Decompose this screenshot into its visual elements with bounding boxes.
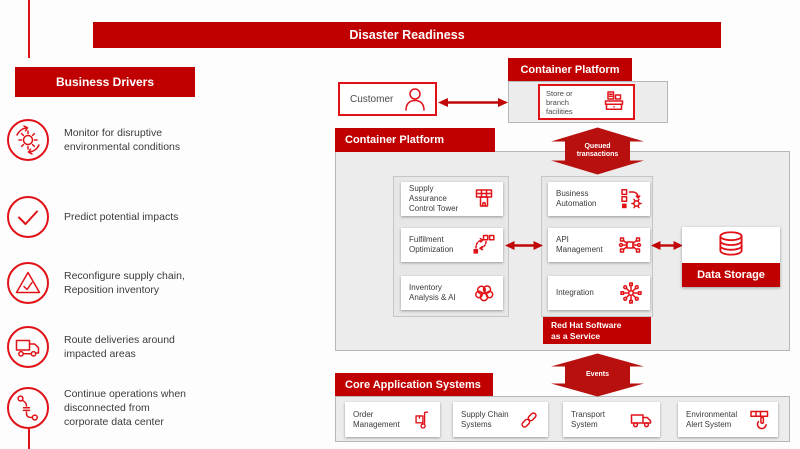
- hand-truck-icon: [415, 411, 429, 429]
- driver-label: Monitor for disruptive environmental con…: [64, 127, 181, 153]
- card-label: Order Management: [353, 409, 400, 429]
- fulfilment-card: Fulfilment Optimization: [401, 228, 503, 262]
- triangle-check-icon: [7, 262, 49, 304]
- customer-label: Customer: [350, 93, 394, 105]
- card-label: Supply Assurance Control Tower: [409, 184, 459, 213]
- saas-text: Red Hat Software as a Service: [551, 319, 622, 341]
- card-label: Environmental Alert System: [686, 409, 738, 429]
- transport-system-card: Transport System: [563, 402, 660, 437]
- card-label: Transport System: [571, 409, 605, 429]
- edge-platform-title: Container Platform: [520, 63, 620, 76]
- edge-platform-header: Container Platform: [508, 58, 632, 81]
- truck-circle-icon: [7, 326, 49, 368]
- api-storage-arrow: [651, 241, 683, 250]
- events-arrow: Events: [550, 353, 645, 397]
- customer-store-arrow: [438, 98, 508, 107]
- delivery-truck-icon: [630, 413, 652, 427]
- driver-label: Route deliveries around impacted areas: [64, 334, 175, 360]
- customer-box: Customer: [338, 82, 437, 116]
- card-label: Integration: [556, 288, 594, 297]
- disconnected-circuit-icon: [7, 387, 49, 429]
- order-management-card: Order Management: [345, 402, 440, 437]
- integration-icon: [620, 282, 642, 304]
- driver-item-monitor: Monitor for disruptive environmental con…: [6, 118, 180, 162]
- double-arrow-vertical-icon: [551, 353, 644, 397]
- saas-label: Red Hat Software as a Service: [543, 317, 651, 344]
- card-label: Inventory Analysis & AI: [409, 283, 456, 302]
- person-icon: [405, 88, 425, 111]
- business-automation-card: Business Automation: [548, 182, 650, 216]
- supply-chain-card: Supply Chain Systems: [453, 402, 548, 437]
- driver-item-route: Route deliveries around impacted areas: [6, 325, 175, 369]
- check-circle-icon: [7, 196, 49, 238]
- data-storage-label-bar: Data Storage: [682, 263, 780, 287]
- core-systems-header: Core Application Systems: [335, 373, 493, 396]
- core-platform-header: Container Platform: [335, 128, 495, 152]
- business-drivers-title: Business Drivers: [55, 75, 155, 89]
- card-label: Business Automation: [556, 189, 597, 208]
- fulfilment-api-arrow: [505, 241, 543, 250]
- chain-icon: [521, 411, 537, 428]
- queued-transactions-arrow: Queued transactions: [550, 127, 645, 175]
- core-platform-title: Container Platform: [345, 134, 445, 146]
- queued-transactions-label: Queued transactions: [576, 142, 619, 159]
- double-arrow-vertical-icon: [551, 127, 644, 175]
- driver-label: Continue operations when disconnected fr…: [64, 388, 187, 428]
- cycle-gear-icon: [7, 119, 49, 161]
- core-systems-title: Core Application Systems: [345, 378, 481, 391]
- card-label: API Management: [556, 235, 603, 254]
- data-storage-label: Data Storage: [697, 269, 765, 281]
- integration-card: Integration: [548, 276, 650, 310]
- data-storage-box: Data Storage: [682, 227, 780, 287]
- ai-brain-icon: [475, 285, 494, 302]
- driver-item-reconfigure: Reconfigure supply chain, Reposition inv…: [6, 261, 185, 305]
- database-icon: [719, 231, 743, 256]
- business-drivers-header: Business Drivers: [15, 67, 195, 97]
- cash-register-icon: [604, 91, 624, 110]
- driver-item-continue: Continue operations when disconnected fr…: [6, 386, 186, 430]
- environmental-alert-card: Environmental Alert System: [678, 402, 778, 437]
- api-icon: [618, 237, 642, 253]
- fulfilment-icon: [473, 234, 495, 254]
- supply-assurance-card: Supply Assurance Control Tower: [401, 182, 503, 216]
- title-banner: Disaster Readiness: [93, 22, 721, 48]
- card-label: Supply Chain Systems: [461, 409, 509, 429]
- driver-label: Predict potential impacts: [64, 211, 179, 223]
- events-label: Events: [586, 370, 609, 378]
- store-box: Store or branch facilities: [538, 84, 635, 120]
- api-management-card: API Management: [548, 228, 650, 262]
- alert-press-icon: [750, 410, 769, 429]
- driver-label: Reconfigure supply chain, Reposition inv…: [64, 270, 185, 296]
- card-label: Fulfilment Optimization: [409, 235, 454, 254]
- store-label: Store or branch facilities: [546, 88, 573, 116]
- automation-icon: [621, 189, 642, 209]
- data-storage-icon-area: [682, 227, 780, 263]
- inventory-ai-card: Inventory Analysis & AI: [401, 276, 503, 310]
- driver-item-predict: Predict potential impacts: [6, 195, 178, 239]
- top-left-accent-line: [28, 0, 30, 58]
- control-tower-icon: [475, 189, 493, 207]
- bottom-left-accent-line: [28, 429, 30, 449]
- page-title: Disaster Readiness: [349, 28, 465, 42]
